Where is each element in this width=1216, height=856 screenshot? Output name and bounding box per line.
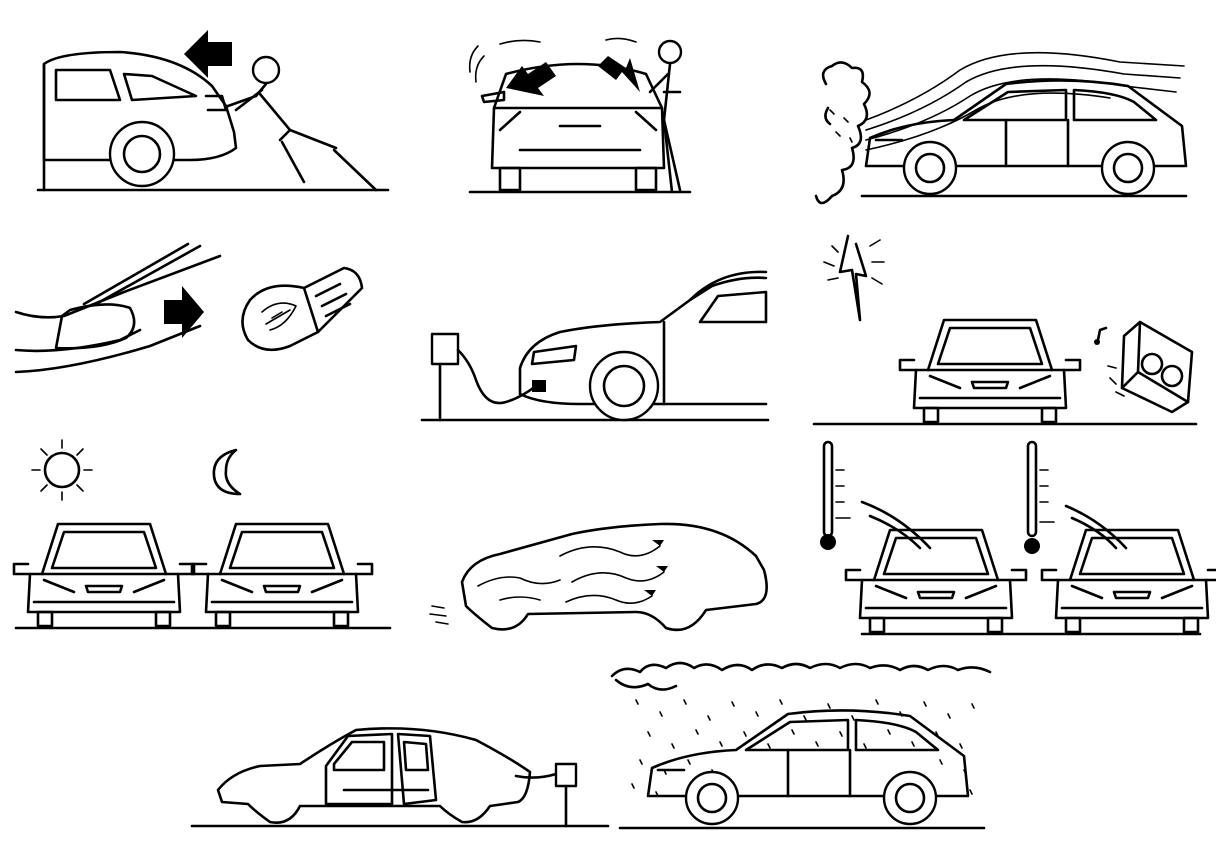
car-front-icon: [898, 318, 1082, 424]
car-outline-icon: [460, 522, 768, 632]
panel-temperature: [820, 440, 1216, 636]
panel-day-night: [12, 439, 392, 630]
airflow-lines-icon: [865, 51, 1185, 121]
charger-icon: [554, 762, 578, 788]
arrow-left-icon: [184, 30, 232, 78]
thermometer-icon: [820, 440, 851, 550]
thermometer-icon: [1024, 440, 1055, 554]
panel-exhaust-smoke: [814, 51, 1188, 205]
wheel-icon: [588, 350, 660, 422]
moon-icon: [212, 448, 242, 496]
lightning-icon: [838, 234, 868, 322]
car-front-icon: [1040, 528, 1216, 634]
music-note-icon: [1096, 326, 1108, 342]
panel-open-doors-charger: [190, 727, 610, 828]
car-front-icon: [844, 528, 1028, 634]
wiper-icon: [1064, 504, 1128, 550]
panel-pushing-car: [36, 30, 390, 192]
airflow-lines-icon: [429, 540, 668, 625]
cable-icon: [456, 348, 538, 405]
bulb-icon: [241, 266, 364, 352]
panel-lightning-radio: [812, 234, 1198, 426]
radio-icon: [1120, 320, 1194, 414]
smoke-icon: [814, 61, 871, 205]
panel-rain-car: [610, 661, 992, 830]
panel-airflow-car: [429, 522, 768, 632]
arrow-icon: [506, 62, 556, 96]
wiper-icon: [860, 500, 932, 550]
tail-light-icon: [54, 303, 136, 350]
car-outline-icon: [216, 727, 532, 824]
charger-icon: [430, 332, 460, 366]
car-front-icon: [12, 522, 196, 628]
wheel-icon: [108, 120, 176, 188]
cloud-icon: [610, 661, 992, 678]
panel-tail-light-bulb: [14, 242, 364, 374]
person-icon: [251, 55, 281, 85]
arrow-right-icon: [164, 286, 204, 338]
panel-charging-car: [420, 270, 770, 422]
open-door-icon: [324, 732, 438, 806]
person-icon: [657, 39, 683, 65]
car-front-icon: [190, 522, 374, 628]
sun-icon: [31, 439, 93, 501]
panel-opening-tailgate: [468, 37, 692, 194]
